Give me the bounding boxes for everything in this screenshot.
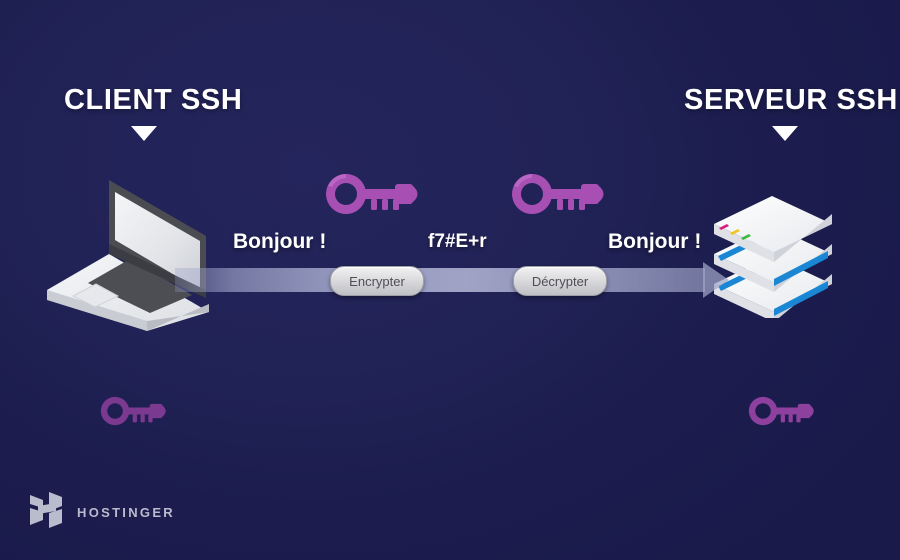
encrypted-channel: Encrypter Décrypter — [175, 262, 750, 298]
brand-logo: HOSTINGER — [30, 492, 175, 533]
decrypt-pill[interactable]: Décrypter — [513, 266, 607, 296]
key-icon — [508, 170, 618, 223]
led-green — [741, 234, 751, 240]
key-icon — [98, 394, 176, 433]
caret-down-icon — [772, 126, 798, 141]
channel-bar — [175, 268, 705, 292]
client-title: CLIENT SSH — [64, 84, 243, 116]
ciphertext-label: f7#E+r — [428, 231, 487, 252]
laptop-icon — [44, 178, 229, 333]
key-icon — [746, 394, 824, 433]
server-stack-icon — [708, 196, 838, 322]
led-yellow — [730, 229, 740, 235]
plaintext-label-right: Bonjour ! — [608, 230, 702, 253]
channel-arrow-tip — [703, 262, 729, 298]
plaintext-label-left: Bonjour ! — [233, 230, 327, 253]
key-icon — [322, 170, 432, 223]
caret-down-icon — [131, 126, 157, 141]
brand-wordmark: HOSTINGER — [77, 505, 175, 520]
hostinger-h-logo — [30, 492, 64, 533]
encrypt-pill[interactable]: Encrypter — [330, 266, 424, 296]
led-magenta — [719, 224, 729, 230]
server-title: SERVEUR SSH — [684, 84, 898, 116]
